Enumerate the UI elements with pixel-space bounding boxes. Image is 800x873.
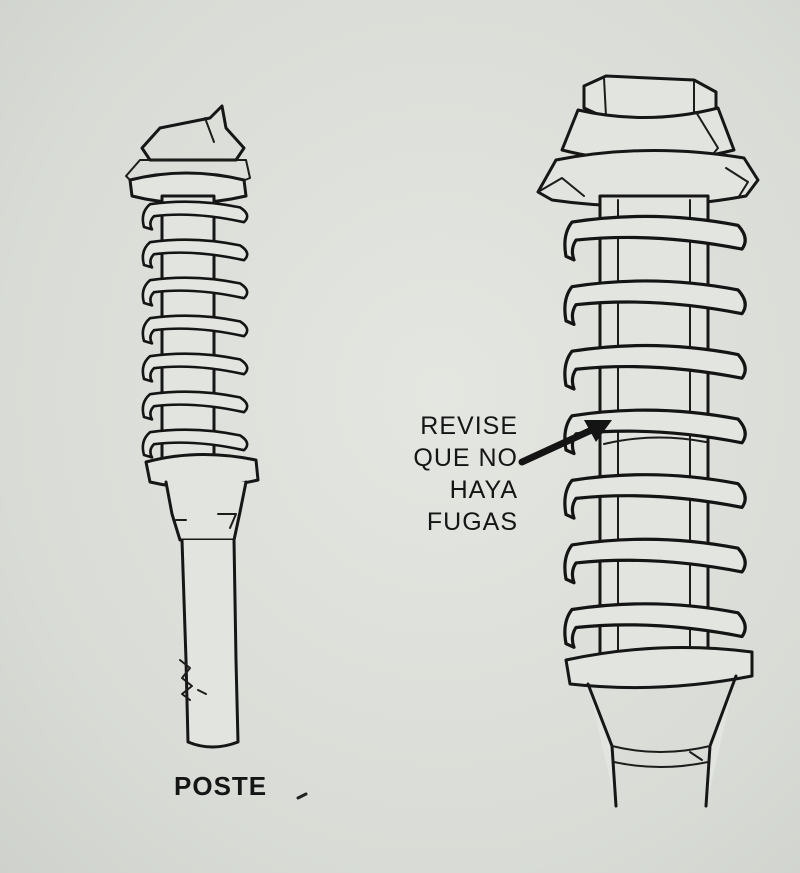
right-strut-closeup (536, 74, 760, 808)
callout-line-1: REVISE (420, 412, 518, 440)
left-strut-body (164, 480, 248, 542)
left-coils-turn (141, 314, 249, 345)
right-coils-turn (563, 473, 747, 520)
left-upper-seat (128, 171, 248, 205)
right-tube-collar (611, 745, 711, 768)
left-coils-turn (141, 352, 249, 383)
left-coils-turn (141, 276, 249, 307)
left-coils-turn (141, 390, 249, 421)
right-coils-turn (563, 602, 747, 649)
left-top-mount (140, 104, 246, 162)
left-coils-turn (141, 200, 249, 231)
callout-text: REVISE QUE NO HAYA FUGAS (398, 410, 518, 538)
stray-mark (296, 792, 308, 800)
right-coils-turn (563, 214, 747, 262)
left-coils-turn (141, 428, 249, 459)
right-coils-turn (563, 343, 747, 391)
left-strut-assembly (125, 104, 260, 749)
right-coils-turn (563, 279, 747, 327)
arrow-head (584, 420, 612, 442)
callout-line-4: FUGAS (426, 508, 518, 536)
left-strut-bracket (175, 513, 237, 529)
callout-line-3: HAYA (449, 476, 518, 504)
right-seat-tabs (537, 167, 749, 199)
callout-line-2: QUE NO (413, 444, 518, 472)
left-knuckle-mark (179, 659, 207, 701)
right-coils-turn (563, 537, 747, 585)
left-coil-spring (141, 200, 249, 459)
right-lower-seat (564, 646, 754, 690)
callout-arrow (518, 420, 612, 466)
right-strut-tube (586, 674, 738, 808)
left-lower-tube (180, 538, 240, 749)
caption-poste: POSTE (174, 771, 268, 801)
left-coils-turn (141, 238, 249, 269)
